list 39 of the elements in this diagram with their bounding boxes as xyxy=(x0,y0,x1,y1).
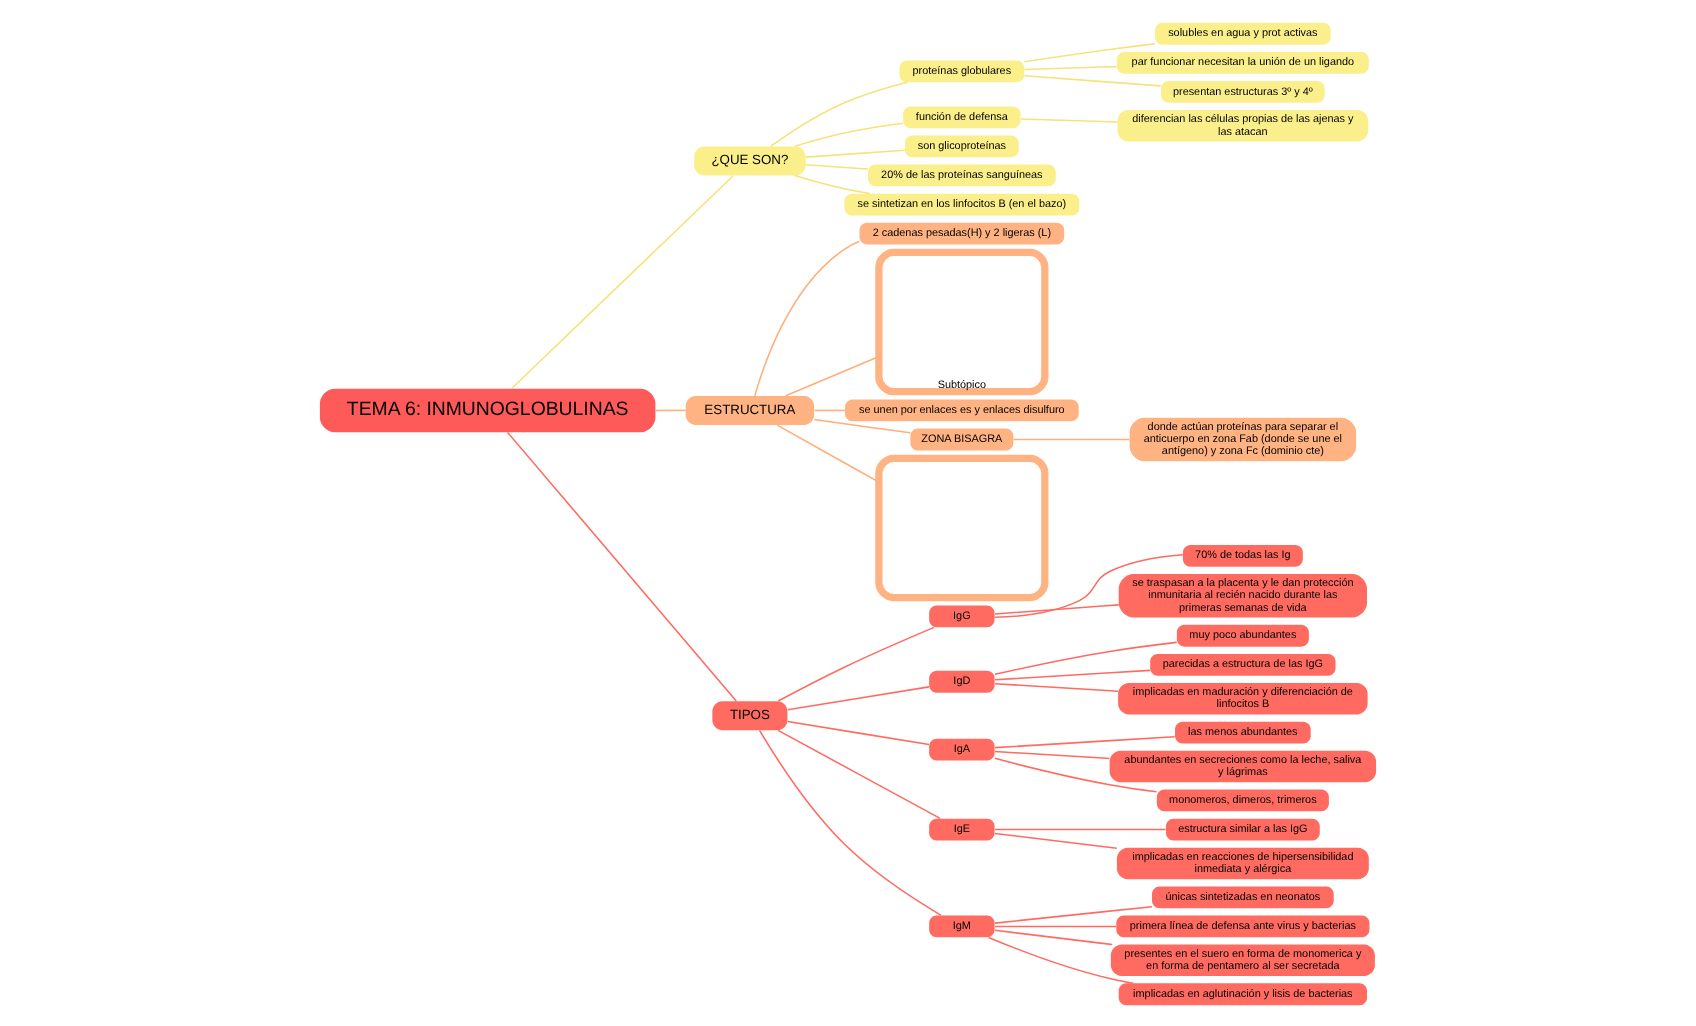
connector xyxy=(994,827,1167,830)
connector xyxy=(506,430,738,701)
connector xyxy=(794,173,871,194)
connector xyxy=(776,423,880,482)
connector xyxy=(786,685,930,710)
connector xyxy=(813,417,912,433)
node-box: TEMA 6: INMUNOGLOBULINAS xyxy=(319,387,656,432)
connector xyxy=(804,162,869,169)
connector xyxy=(1023,74,1162,86)
connector xyxy=(786,719,930,745)
connector xyxy=(994,603,1120,614)
connector xyxy=(993,553,1184,618)
connector xyxy=(754,239,860,396)
connector xyxy=(770,80,909,146)
connector xyxy=(994,668,1151,680)
connector xyxy=(994,681,1119,691)
connector xyxy=(1023,64,1118,70)
connector xyxy=(1020,117,1119,122)
connector xyxy=(804,148,906,157)
connector xyxy=(784,354,880,396)
connector xyxy=(994,904,1153,923)
connector xyxy=(994,756,1158,792)
connector xyxy=(511,173,735,389)
connector xyxy=(777,728,941,819)
connector xyxy=(654,408,687,411)
connector xyxy=(994,831,1118,849)
connector xyxy=(777,625,935,701)
connector xyxy=(994,640,1178,675)
connector xyxy=(994,928,1114,945)
connector xyxy=(994,734,1176,748)
connector xyxy=(1023,41,1156,62)
connector xyxy=(994,749,1111,759)
connector xyxy=(994,924,1117,927)
connector xyxy=(794,121,904,147)
connector xyxy=(813,408,846,411)
connector xyxy=(758,728,942,916)
node-box xyxy=(875,453,1049,601)
connector xyxy=(987,935,1134,984)
connector xyxy=(1012,437,1130,440)
